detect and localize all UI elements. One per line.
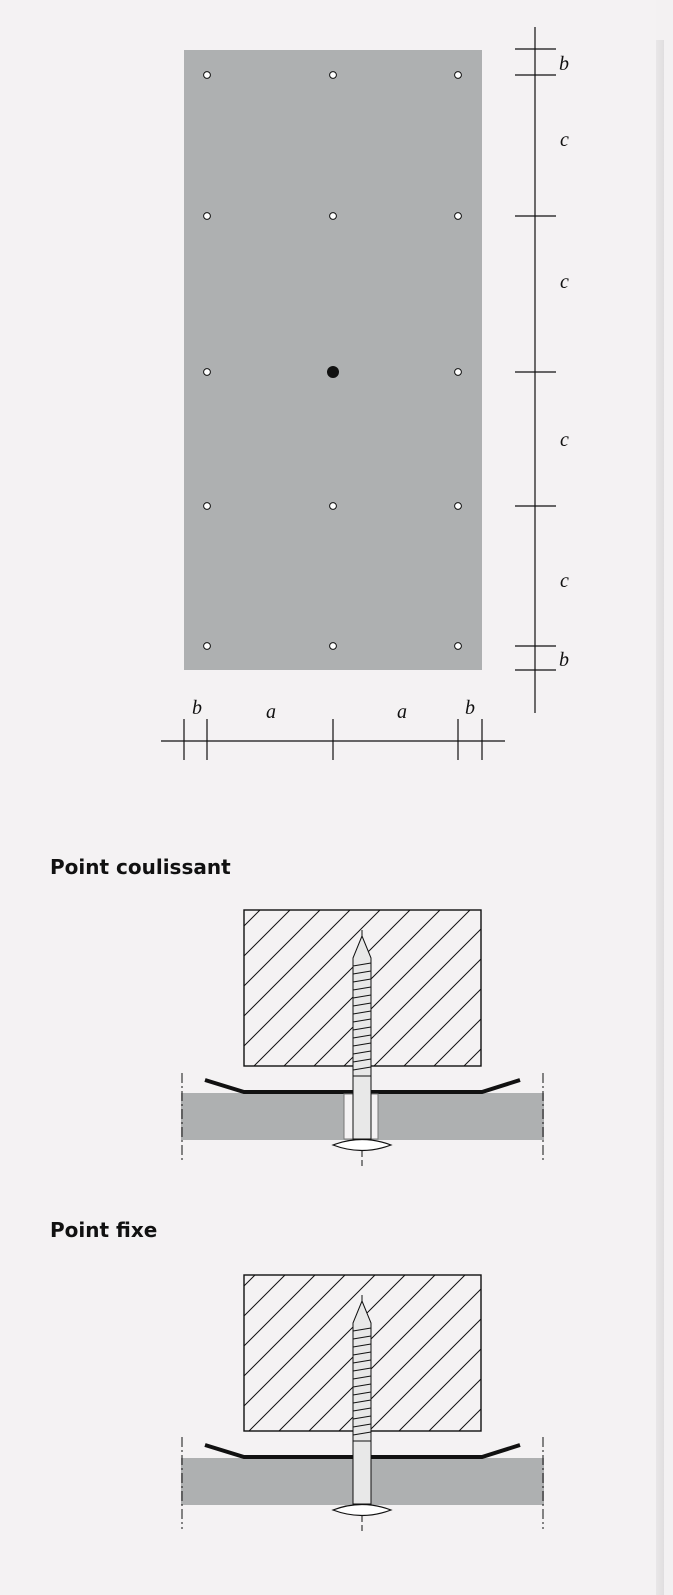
fixing-hole xyxy=(203,502,211,510)
screw-icon xyxy=(331,1295,393,1531)
dimension-label-b-left: b xyxy=(192,697,202,719)
dimension-label-c-3: c xyxy=(560,429,569,451)
facade-panel xyxy=(184,50,482,670)
fixing-hole xyxy=(329,71,337,79)
fixing-hole xyxy=(203,71,211,79)
screw-teeth xyxy=(352,1327,372,1436)
fixed-point-heading: Point fixe xyxy=(50,1218,158,1242)
screw-head xyxy=(331,1503,393,1517)
fixed-fixing-point-icon xyxy=(327,366,339,378)
fixing-hole xyxy=(329,642,337,650)
fixed-point-cross-section xyxy=(181,1274,544,1531)
fixing-hole xyxy=(203,642,211,650)
fixing-hole xyxy=(454,368,462,376)
fixing-hole xyxy=(454,212,462,220)
screw-icon xyxy=(331,930,393,1166)
fixing-hole xyxy=(203,368,211,376)
sliding-point-cross-section xyxy=(181,909,544,1166)
fixing-hole xyxy=(329,502,337,510)
screw-head xyxy=(331,1138,393,1152)
dimension-label-c-1: c xyxy=(560,129,569,151)
dimension-label-b-bottom: b xyxy=(559,649,569,671)
fixing-hole xyxy=(329,212,337,220)
dimension-label-a-left: a xyxy=(266,701,276,723)
panel-shadow xyxy=(656,40,664,1595)
vertical-dimension-line xyxy=(515,27,556,713)
dimension-label-b-right: b xyxy=(465,697,475,719)
fixing-holes xyxy=(203,71,462,650)
dimension-labels: b c c c c b b a a b xyxy=(192,53,569,723)
dimension-label-c-2: c xyxy=(560,271,569,293)
panel-plan xyxy=(184,50,482,670)
dimension-label-b-top: b xyxy=(559,53,569,75)
screw-shank xyxy=(352,1075,372,1140)
screw-teeth xyxy=(352,962,372,1071)
dimension-label-c-4: c xyxy=(560,570,569,592)
sliding-point-heading: Point coulissant xyxy=(50,855,231,879)
screw-shank xyxy=(352,1440,372,1505)
fixing-hole xyxy=(454,502,462,510)
fixing-hole xyxy=(203,212,211,220)
fixing-hole xyxy=(454,71,462,79)
fixing-hole xyxy=(454,642,462,650)
dimension-label-a-right: a xyxy=(397,701,407,723)
horizontal-dimension-line xyxy=(161,719,505,760)
